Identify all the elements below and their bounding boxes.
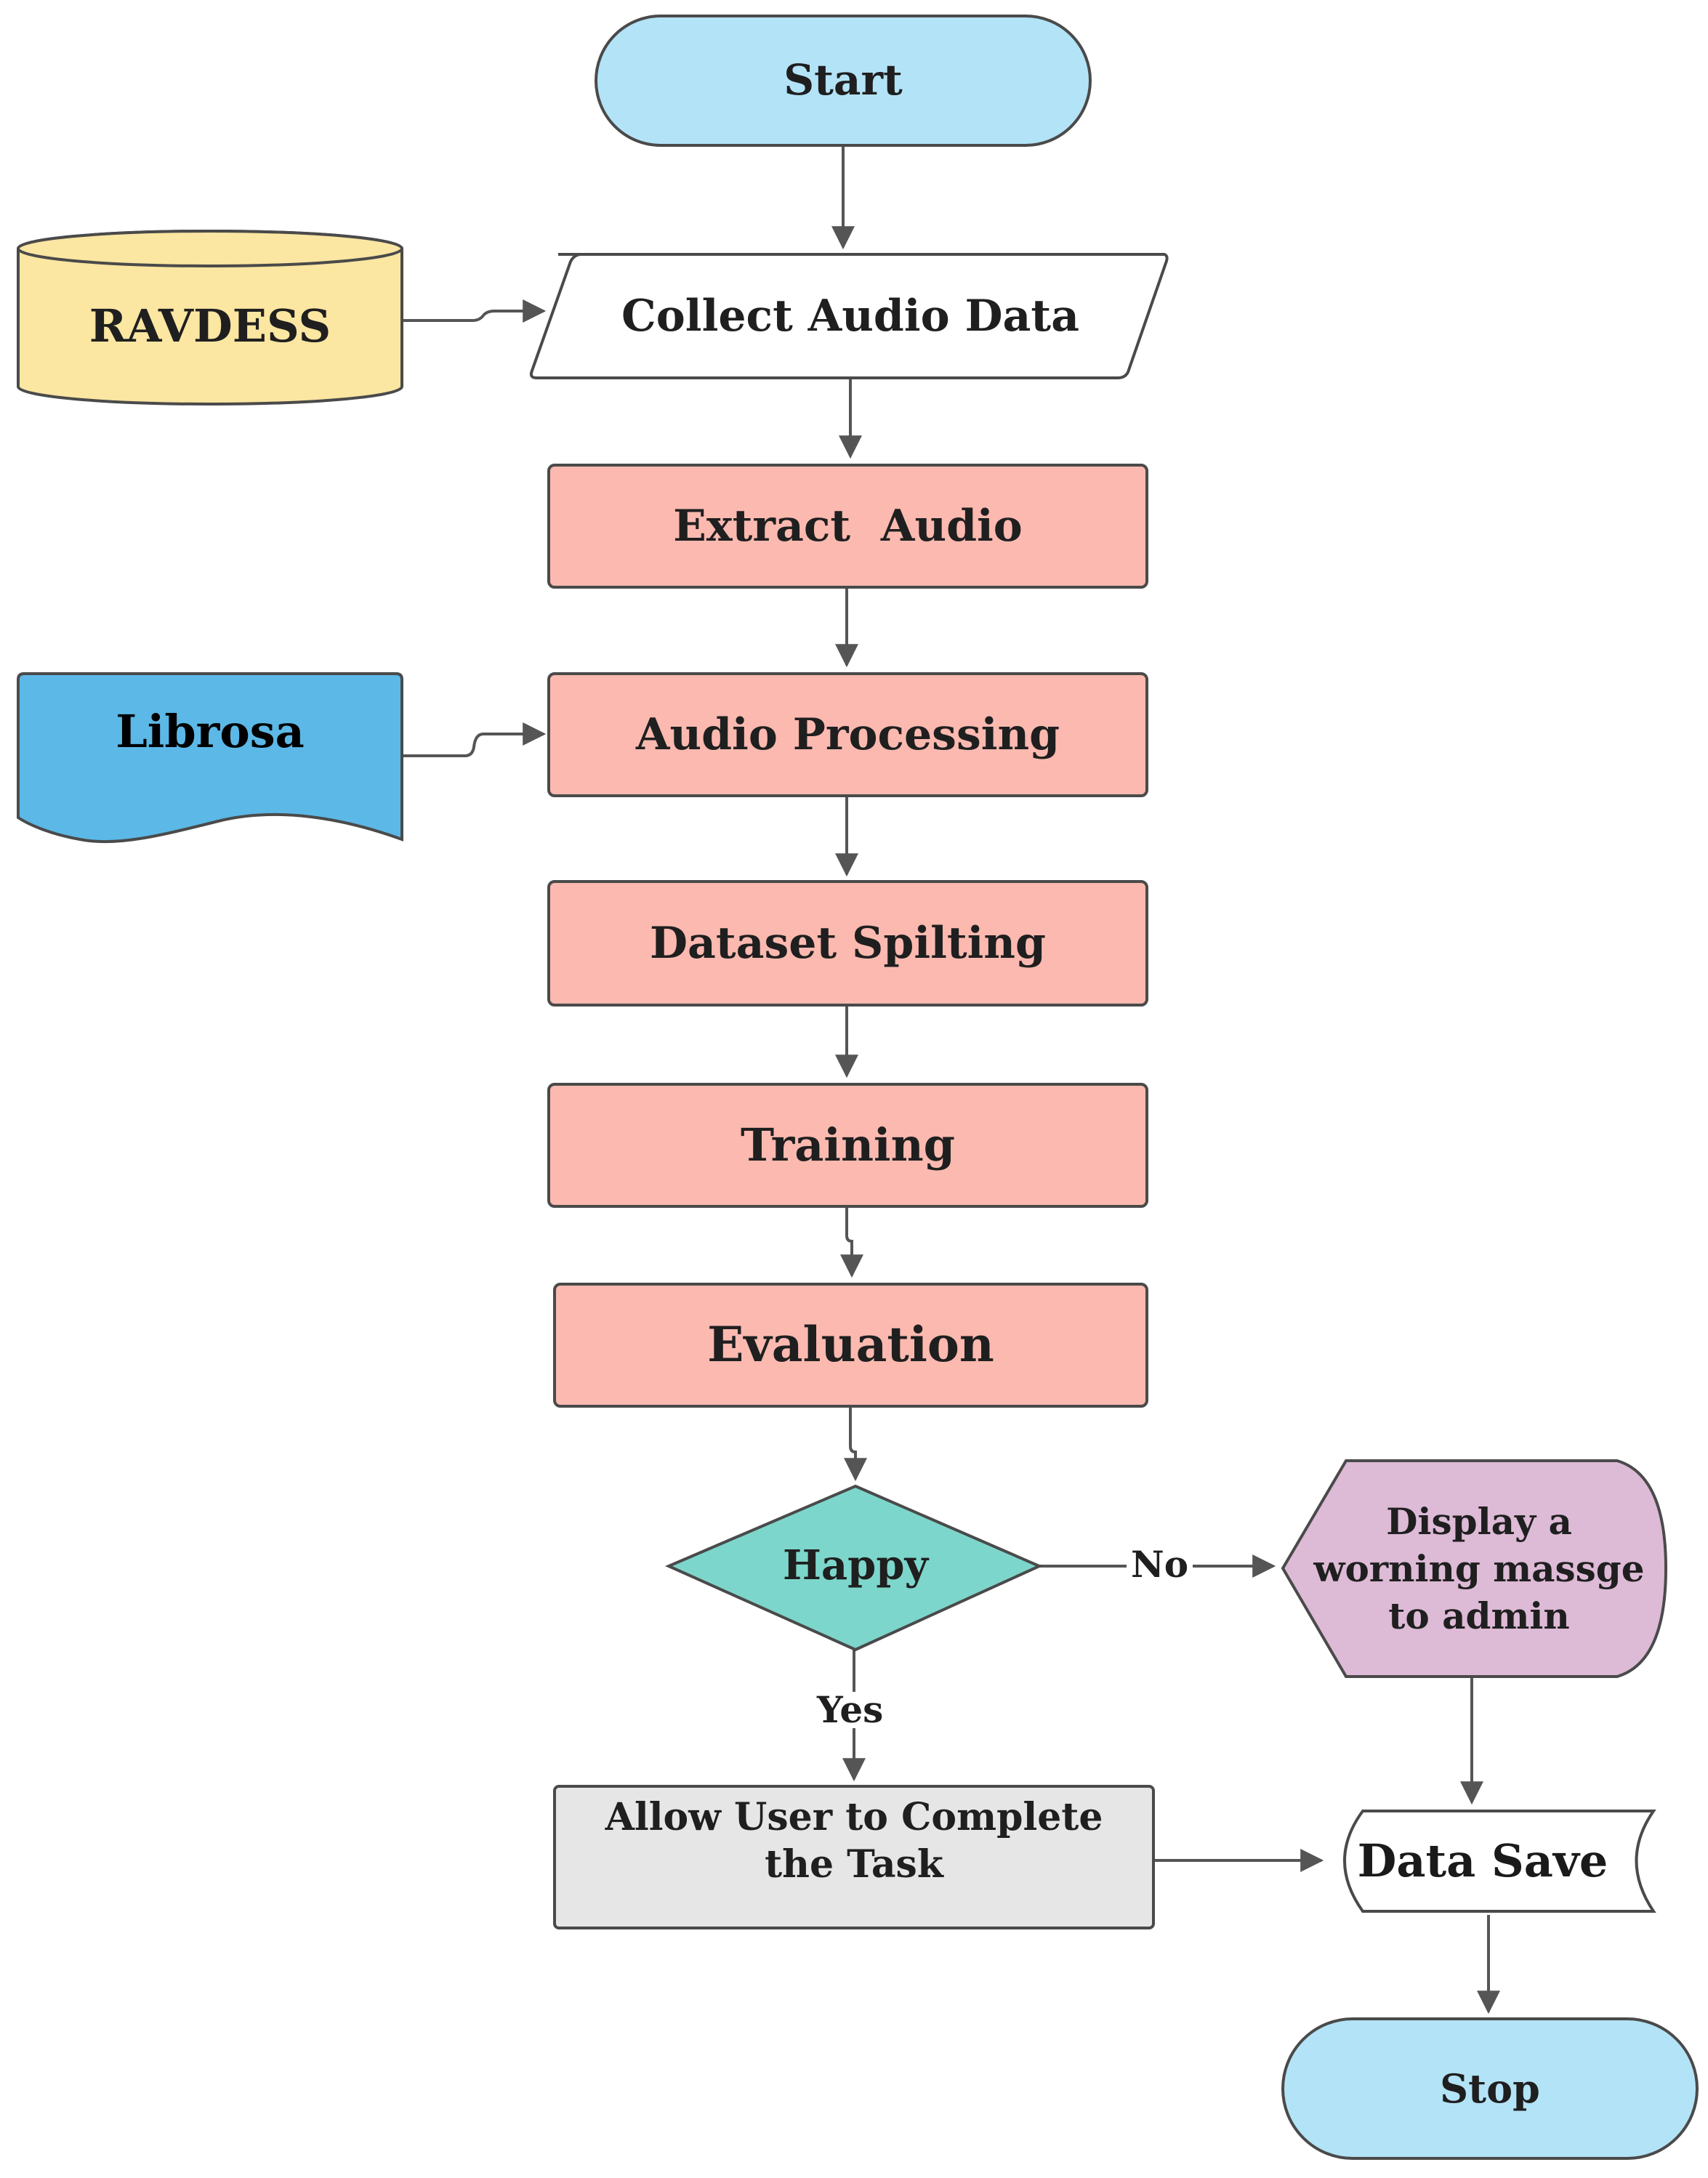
edge-ravdess-collect: [402, 299, 547, 323]
processing-label: Audio Processing: [635, 709, 1060, 760]
training-label: Training: [740, 1118, 956, 1171]
splitting-label: Dataset Spilting: [649, 918, 1046, 969]
training-process-box: [547, 1083, 1148, 1208]
evaluation-process-box: [553, 1283, 1148, 1408]
edge-label-no: No: [1127, 1546, 1193, 1583]
happy-decision-diamond: [665, 1484, 1043, 1652]
datasave-label: Data Save: [1357, 1834, 1608, 1887]
allow-label: Allow User to Complete the Task: [605, 1795, 1103, 1887]
edge-librosa-processing: [402, 722, 547, 757]
ravdess-database-top: [17, 230, 403, 267]
display-label: Display a worning massge to admin: [1313, 1500, 1645, 1637]
edge-label-yes: Yes: [813, 1692, 888, 1728]
stop-label: Stop: [1440, 2065, 1540, 2112]
extract-process-box: [547, 464, 1148, 589]
librosa-document-shape: [17, 672, 403, 844]
start-label: Start: [783, 55, 903, 105]
edge-training-evaluation: [840, 1206, 863, 1278]
extract-label: Extract Audio: [673, 501, 1023, 552]
stop-terminal: [1281, 2017, 1699, 2160]
librosa-label: Librosa: [116, 704, 305, 758]
edge-evaluation-happy: [844, 1406, 867, 1482]
collect-label: Collect Audio Data: [621, 291, 1079, 342]
display-message-shape: [1281, 1459, 1668, 1678]
collect-io-shape: [529, 253, 1169, 379]
start-terminal: [595, 15, 1092, 147]
ravdess-label: RAVDESS: [89, 299, 331, 352]
happy-label: Happy: [782, 1541, 929, 1590]
datasave-stored-shape: [1343, 1810, 1656, 1913]
evaluation-label: Evaluation: [707, 1316, 994, 1374]
splitting-process-box: [547, 880, 1148, 1007]
allow-process-box: [553, 1785, 1155, 1929]
processing-process-box: [547, 672, 1148, 797]
